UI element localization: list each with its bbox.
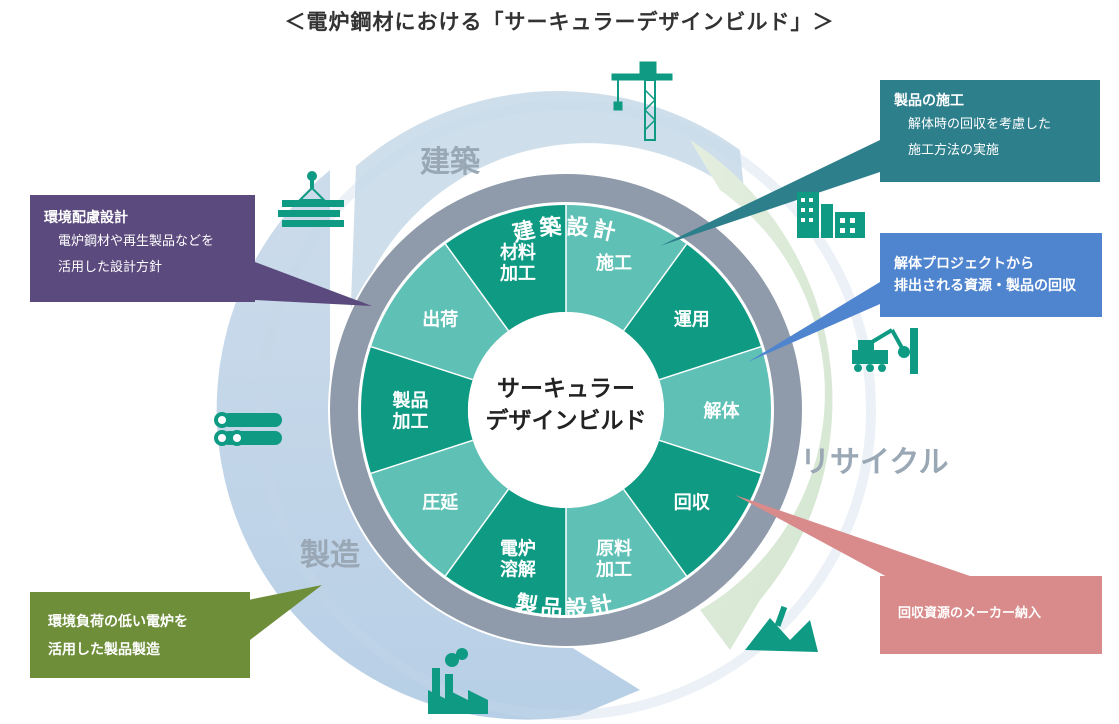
segment-label-2-0: 解体 [704, 400, 741, 422]
segment-divider-8 [370, 345, 474, 381]
callout-construction: 製品の施工 解体時の回収を考慮した 施工方法の実施 [880, 80, 1100, 182]
pointer-recovery [735, 495, 970, 600]
phase-label-construction: 建築 [420, 145, 481, 180]
segment-label-5-1: 溶解 [500, 558, 536, 580]
callout-env-design-line-2: 活用した設計方針 [58, 260, 163, 275]
segment-label-8-0: 出荷 [422, 309, 458, 331]
callout-recovery-line-1: 回収資源のメーカー納入 [898, 606, 1042, 621]
callout-recovery: 回収資源のメーカー納入 [880, 576, 1102, 654]
callout-env-design: 環境配慮設計 電炉鋼材や再生製品などを 活用した設計方針 [30, 195, 255, 302]
scrap-icon [745, 605, 818, 652]
segment-5 [445, 489, 566, 615]
segment-1 [623, 244, 761, 380]
callout-construction-line-1: 解体時の回収を考慮した [908, 117, 1052, 132]
callout-construction-title: 製品の施工 [894, 93, 964, 109]
segment-label-1-0: 運用 [674, 310, 710, 331]
segment-3 [623, 440, 761, 576]
callout-env-design-title: 環境配慮設計 [44, 210, 128, 226]
segment-label-5-0: 電炉 [500, 537, 536, 559]
center-line-1: サーキュラー [497, 376, 635, 402]
segment-divider-6 [444, 488, 510, 577]
segment-7 [361, 346, 473, 474]
construction-arc [350, 91, 745, 331]
steel-lift-icon [278, 171, 344, 227]
segment-label-0-0: 施工 [596, 252, 632, 274]
segment-label-9-0: 材料 [500, 242, 536, 264]
manufacturing-arc [216, 170, 640, 720]
segment-label-9-1: 加工 [499, 264, 536, 285]
design-band [329, 173, 803, 647]
callout-construction-line-2: 施工方法の実施 [908, 143, 1000, 158]
segment-divider-3 [658, 439, 762, 475]
segment-label-3-0: 回収 [674, 492, 711, 513]
segment-4 [566, 489, 687, 615]
center-disk [468, 312, 664, 508]
callout-manufacturing-line-1: 環境負荷の低い電炉を [48, 614, 188, 630]
segment-divider-9 [444, 243, 510, 332]
buildings-icon [797, 192, 865, 238]
segment-label-4-0: 原料 [596, 537, 632, 559]
segment-6 [371, 440, 509, 576]
segment-label-6-0: 圧延 [422, 492, 459, 513]
segment-divider-1 [622, 243, 688, 332]
callout-demolition-line-1: 解体プロジェクトから [894, 256, 1034, 272]
phase-label-manufacturing: 製造 [300, 538, 360, 573]
callout-env-design-line-1: 電炉鋼材や再生製品などを [58, 234, 215, 249]
segment-divider-2 [658, 345, 762, 381]
callout-demolition: 解体プロジェクトから 排出される資源・製品の回収 [880, 233, 1102, 317]
pointer-demolition [748, 282, 880, 362]
segment-label-7-1: 加工 [392, 412, 429, 433]
callout-manufacturing-line-2: 活用した製品製造 [48, 642, 160, 658]
pointer-construction [660, 140, 880, 246]
segment-0 [566, 205, 687, 331]
crane-icon [611, 61, 673, 141]
pointer-manufacturing [248, 585, 322, 640]
center-line-2: デザインビルド [486, 407, 647, 434]
phase-label-recycle: リサイクル [800, 445, 949, 480]
callout-demolition-line-2: 排出される資源・製品の回収 [894, 278, 1076, 294]
factory-icon [428, 648, 488, 714]
diagram-title: ＜電炉鋼材における「サーキュラーデザインビルド」＞ [284, 10, 835, 34]
segment-2 [659, 346, 772, 474]
segment-9 [445, 205, 566, 331]
segment-8 [371, 244, 509, 380]
segment-divider-4 [622, 488, 688, 577]
segment-label-4-1: 加工 [595, 559, 632, 580]
excavator-icon [852, 328, 918, 374]
callout-manufacturing: 環境負荷の低い電炉を 活用した製品製造 [30, 592, 250, 678]
segment-divider-7 [370, 439, 474, 475]
pointer-env-design [255, 262, 372, 306]
pipes-icon [214, 412, 282, 446]
segment-label-7-0: 製品 [392, 391, 429, 412]
